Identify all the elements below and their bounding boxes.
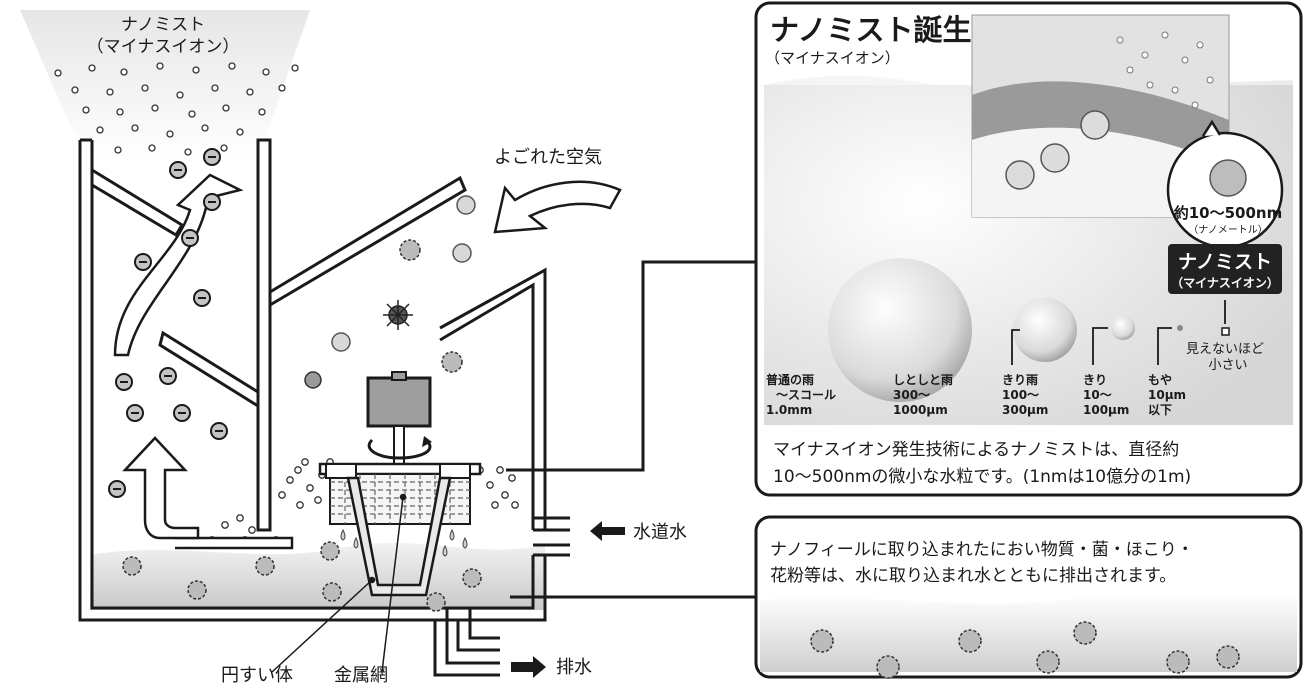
drop-label-mist-1: きり (1083, 373, 1107, 387)
drop-label-mistrain-3: 300μm (1002, 403, 1048, 417)
panel-title: ナノミスト誕生 (770, 13, 972, 47)
ion-minus-signs (113, 156, 223, 490)
invisible-line1: 見えないほど (1186, 342, 1264, 357)
tap-water-arrow (590, 521, 625, 541)
birth-caption-line1: マイナスイオン発生技術によるナノミストは、直径約 (773, 440, 1179, 460)
drop-label-drizzle-1: しとしと雨 (893, 373, 953, 387)
drop-label-rain-1: 普通の雨 (766, 372, 814, 387)
drop-label-mistrain-1: きり雨 (1002, 373, 1038, 387)
nozzle-pipe (175, 536, 294, 550)
drips (340, 528, 468, 557)
tap-water-label: 水道水 (633, 522, 687, 543)
drop-label-mist-2: 10〜 (1083, 388, 1112, 402)
drain-panel-water (760, 593, 1297, 672)
bubble-size: 約10〜500nm (1174, 204, 1283, 222)
drain-caption-line1: ナノフィールに取り込まれたにおい物質・菌・ほこり・ (770, 540, 1194, 560)
metal-mesh (318, 462, 482, 525)
raindrop-small (1111, 316, 1135, 340)
raindrop-large (828, 258, 972, 402)
raindrop-tiny (1177, 325, 1183, 331)
top-mist-label-line1: ナノミスト (121, 15, 205, 35)
drain-panel-particles (810, 621, 1240, 679)
drain-label: 排水 (556, 657, 592, 678)
nanomist-marker (1221, 327, 1230, 336)
drop-label-haze-3: 以下 (1148, 403, 1172, 417)
drain-caption-line2: 花粉等は、水に取り込まれ水とともに排出されます。 (770, 566, 1176, 586)
badge-title: ナノミスト (1178, 251, 1272, 273)
flow-arrows (113, 173, 622, 540)
bubble-unit: （ナノメートル） (1188, 224, 1268, 236)
mist-plume (20, 10, 310, 160)
dirt-particles (122, 195, 482, 612)
mist-dots (54, 62, 299, 156)
housing-walls (78, 138, 570, 677)
cone-body (346, 476, 452, 597)
drain-arrow (511, 656, 546, 678)
drop-label-rain-3: 1.0mm (766, 403, 812, 417)
drop-label-drizzle-3: 1000μm (893, 403, 948, 417)
nanomist-badge (1168, 244, 1282, 294)
top-mist-label-line2: （マイナスイオン） (87, 37, 240, 57)
minus-ions (108, 148, 228, 498)
raindrop-medium (1013, 298, 1077, 362)
drain-panel: ナノフィールに取り込まれたにおい物質・菌・ほこり・ 花粉等は、水に取り込まれ水と… (754, 515, 1303, 679)
nanomist-character (1209, 159, 1247, 197)
drop-label-haze-2: 10μm (1148, 388, 1186, 402)
device-cross-section: ナノミスト （マイナスイオン） よごれた空気 水道水 排水 円すい体 金属網 (20, 10, 755, 686)
motor-unit (366, 371, 432, 467)
leader-lines (271, 493, 407, 673)
cone-label: 円すい体 (221, 665, 293, 686)
birth-caption-line2: 10〜500nmの微小な水粒です。(1nmは10億分の1m) (773, 467, 1191, 487)
panel-connectors (506, 260, 755, 599)
invisible-line2: 小さい (1208, 358, 1247, 373)
drop-label-rain-2: 〜スコール (776, 388, 836, 402)
badge-subtitle: （マイナスイオン） (1171, 275, 1279, 290)
drop-label-mistrain-2: 100〜 (1002, 388, 1039, 402)
drop-label-mist-3: 100μm (1083, 403, 1129, 417)
drop-label-haze-1: もや (1148, 373, 1172, 387)
dirty-air-label: よごれた空気 (494, 147, 602, 168)
drop-size-labels: 普通の雨 〜スコール 1.0mm しとしと雨 300〜 1000μm きり雨 1… (766, 372, 1186, 417)
panel-subtitle: （マイナスイオン） (765, 49, 900, 67)
nanomist-birth-panel: ナノミスト誕生 （マイナスイオン） 約10〜500nm （ナノメートル） ナノミ… (754, 1, 1303, 497)
mesh-label: 金属網 (334, 665, 388, 686)
drop-label-drizzle-2: 300〜 (893, 388, 930, 402)
